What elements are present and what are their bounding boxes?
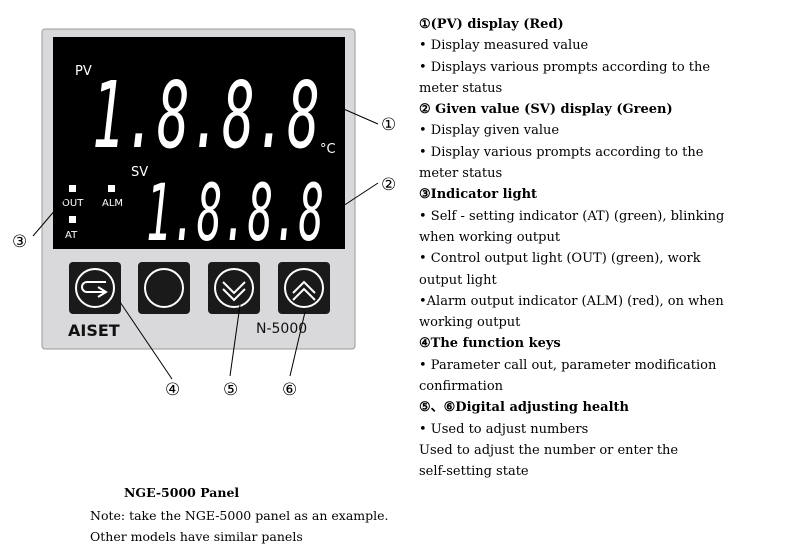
panel-caption-note: Note: take the NGE-5000 panel as an exam… (90, 508, 389, 523)
panel-caption-other: Other models have similar panels (90, 529, 303, 544)
description-line: Used to adjust the number or enter the (419, 442, 679, 458)
controller-panel-figure: PV 1.8.8.8 °C SV 1.8.8.8 OUT ALM AT AISE… (12, 28, 396, 400)
description-line: • Self - setting indicator (AT) (green),… (419, 208, 725, 224)
brand-logo-text: AISET (68, 321, 120, 340)
description-line: when working output (419, 229, 561, 245)
description-line: • Control output light (OUT) (green), wo… (419, 251, 701, 267)
out-indicator-label: OUT (62, 198, 84, 209)
callout-6: ⑥ (282, 380, 297, 400)
pv-display: 1.8.8.8 (92, 62, 320, 169)
description-heading: ①(PV) display (Red) (419, 17, 564, 32)
callout-5: ⑤ (223, 380, 238, 400)
at-indicator-label: AT (65, 230, 78, 241)
leader-line-3 (32, 194, 69, 237)
alm-indicator-led (108, 185, 115, 192)
out-indicator-led (69, 185, 76, 192)
panel-caption-title: NGE-5000 Panel (124, 485, 240, 500)
unit-label: °C (320, 142, 336, 157)
description-line: •Alarm output indicator (ALM) (red), on … (419, 293, 724, 309)
leader-line-5 (229, 304, 241, 377)
description-line: meter status (419, 166, 503, 182)
description-list: ①(PV) display (Red) • Display measured v… (419, 14, 789, 483)
description-heading: ④The function keys (419, 336, 561, 352)
callout-2: ② (381, 175, 396, 195)
alm-indicator-label: ALM (102, 198, 123, 209)
pv-label: PV (75, 64, 92, 79)
model-label: N-5000 (256, 321, 307, 337)
down-key-button[interactable] (208, 262, 260, 314)
description-line: confirmation (419, 379, 504, 395)
description-line: working output (419, 315, 521, 331)
callout-4: ④ (165, 380, 180, 400)
display-window (53, 37, 345, 249)
leader-line-6 (289, 311, 306, 377)
chevron-down-icon (222, 281, 246, 302)
blank-key-button[interactable] (138, 262, 190, 314)
function-key-button[interactable] (69, 262, 121, 314)
chevron-up-icon (292, 280, 316, 301)
leader-line-1 (322, 99, 379, 125)
description-line: • Display various prompts according to t… (419, 144, 704, 160)
up-key-button[interactable] (278, 262, 330, 314)
enter-arrow-icon (81, 281, 108, 298)
description-line: • Display measured value (419, 38, 589, 54)
callout-3: ③ (12, 232, 27, 252)
description-heading: ⑤、⑥Digital adjusting health (419, 400, 629, 416)
description-line: meter status (419, 80, 503, 96)
description-line: • Display given value (419, 123, 560, 139)
callout-1: ① (381, 115, 396, 135)
leader-line-4 (119, 301, 173, 380)
at-indicator-led (69, 216, 76, 223)
sv-display: 1.8.8.8 (146, 169, 324, 259)
description-line: • Displays various prompts according to … (419, 59, 711, 75)
description-line: • Parameter call out, parameter modifica… (419, 357, 717, 373)
leader-line-2 (339, 182, 379, 209)
sv-label: SV (131, 165, 148, 180)
description-line: self-setting state (419, 464, 529, 480)
description-heading: ② Given value (SV) display (Green) (419, 102, 673, 118)
description-line: output light (419, 272, 497, 288)
description-line: • Used to adjust numbers (419, 421, 589, 437)
description-heading: ③Indicator light (419, 187, 538, 203)
